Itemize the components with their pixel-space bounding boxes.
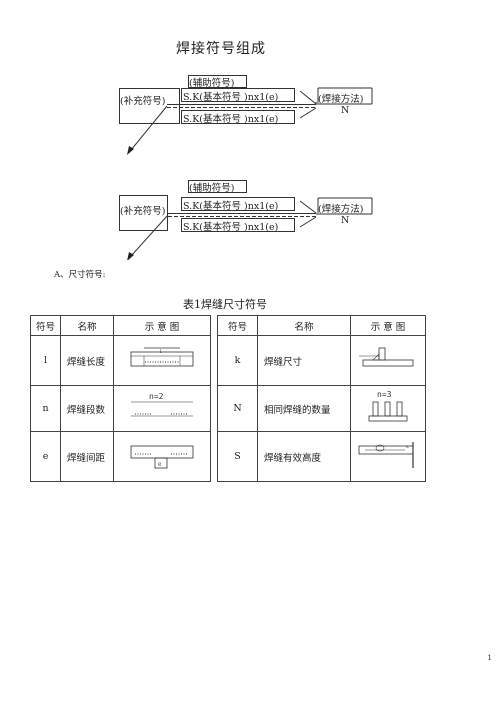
auxiliary-label: (辅助符号) <box>189 78 235 89</box>
upper-symbol-box <box>181 197 295 211</box>
n-label: N <box>341 215 350 226</box>
figure-cell: l <box>113 335 211 386</box>
name-cell: 焊缝有效高度 <box>257 431 351 482</box>
table-row: n 焊缝段数 n=2 N 相同焊缝的数量 n=3 <box>30 385 426 432</box>
header-cell: 符号 <box>217 315 258 336</box>
name-cell: 焊缝尺寸 <box>257 335 351 386</box>
header-cell: 示 意 图 <box>113 315 211 336</box>
figure-label: e <box>158 461 162 468</box>
figure-label: n=3 <box>377 390 392 399</box>
symbol-cell: k <box>217 335 258 386</box>
weld-symbol-diagram-2: (补充符号) (辅助符号) S.K(基本符号 )nx1(e) S.K(基本符号 … <box>0 0 496 260</box>
figure-label: S <box>406 444 409 449</box>
weld-symbol-diagram-1: (补充符号) (辅助符号) S.K(基本符号 )nx1(e) S.K(基本符号 … <box>0 0 496 170</box>
auxiliary-label: (辅助符号) <box>189 183 235 194</box>
header-cell: 符号 <box>30 315 61 336</box>
auxiliary-box <box>188 75 247 88</box>
figure-cell <box>350 335 426 386</box>
table-header-row: 符号 名称 示 意 图 符号 名称 示 意 图 <box>30 315 426 336</box>
lower-symbol-box <box>181 218 295 232</box>
supplementary-label: (补充符号) <box>120 206 166 217</box>
supplementary-box <box>119 88 180 124</box>
name-cell: 相同焊缝的数量 <box>257 385 351 432</box>
name-cell: 焊缝长度 <box>60 335 114 386</box>
symbol-cell: l <box>30 335 61 386</box>
supplementary-label: (补充符号) <box>120 96 166 107</box>
table-row: l 焊缝长度 l k 焊缝尺寸 <box>30 335 426 386</box>
section-a-label: A、尺寸符号: <box>54 270 106 280</box>
figure-cell: n=2 <box>113 385 211 432</box>
lower-symbol-text: S.K(基本符号 )nx1(e) <box>183 222 279 233</box>
table-row: e 焊缝间距 e S 焊缝有效高度 S <box>30 431 426 482</box>
weld-dimension-table: 符号 名称 示 意 图 符号 名称 示 意 图 l 焊缝长度 l k 焊缝尺寸 <box>30 315 426 482</box>
weld-spacing-figure: e <box>130 445 194 469</box>
figure-cell: e <box>113 431 211 482</box>
header-cell: 示 意 图 <box>350 315 426 336</box>
weld-size-figure <box>359 347 414 367</box>
diagram-lines-1 <box>127 87 373 155</box>
method-label: (焊接方法) <box>318 204 364 215</box>
auxiliary-box <box>188 180 247 193</box>
upper-symbol-text: S.K(基本符号 )nx1(e) <box>183 92 279 103</box>
lower-symbol-box <box>181 110 295 124</box>
upper-symbol-text: S.K(基本符号 )nx1(e) <box>183 201 279 212</box>
lower-symbol-text: S.K(基本符号 )nx1(e) <box>183 114 279 125</box>
upper-symbol-box <box>181 88 295 102</box>
page-number: 1 <box>487 654 492 662</box>
header-cell: 名称 <box>257 315 351 336</box>
name-cell: 焊缝间距 <box>60 431 114 482</box>
table-caption: 表1焊缝尺寸符号 <box>183 298 267 311</box>
weld-length-figure: l <box>130 347 194 367</box>
effective-height-figure: S <box>358 442 414 468</box>
symbol-cell: S <box>217 431 258 482</box>
same-welds-figure: n=3 <box>368 390 408 422</box>
symbol-cell: e <box>30 431 61 482</box>
header-cell: 名称 <box>60 315 114 336</box>
figure-cell: S <box>350 431 426 482</box>
diagram-lines-2 <box>127 197 373 260</box>
name-cell: 焊缝段数 <box>60 385 114 432</box>
supplementary-box <box>119 195 168 231</box>
method-label: (焊接方法) <box>318 94 364 105</box>
symbol-cell: N <box>217 385 258 432</box>
n-label: N <box>341 105 350 116</box>
page-title: 焊接符号组成 <box>176 41 266 57</box>
symbol-cell: n <box>30 385 61 432</box>
figure-label: l <box>160 349 162 355</box>
figure-label: n=2 <box>149 392 164 401</box>
figure-cell: n=3 <box>350 385 426 432</box>
weld-segments-figure: n=2 <box>131 392 193 417</box>
